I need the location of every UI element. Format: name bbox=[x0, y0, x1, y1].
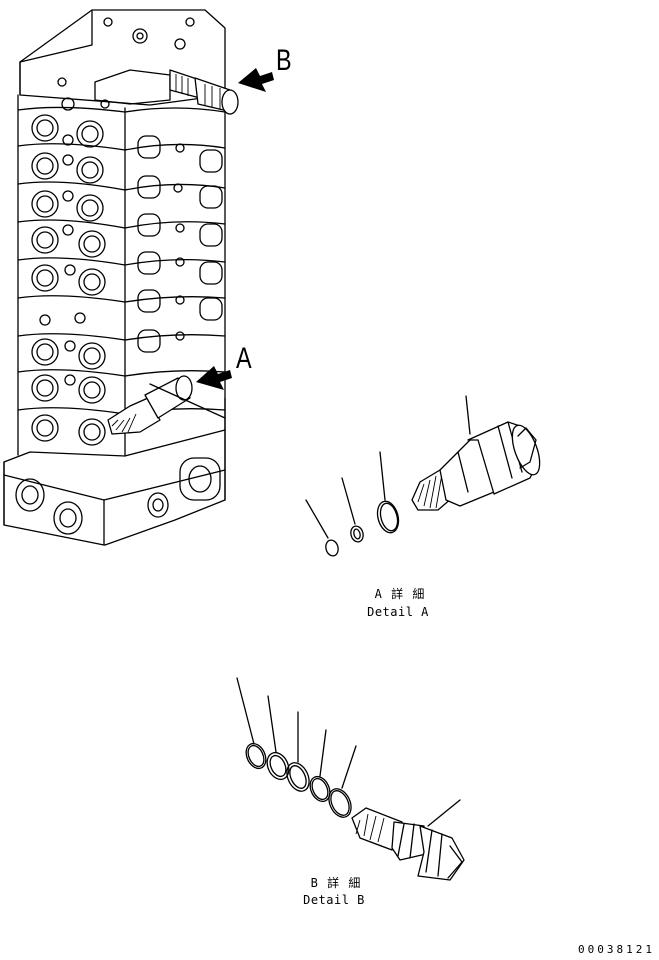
detail-a-subtitle: Detail A bbox=[367, 605, 429, 619]
callout-arrow-b bbox=[238, 68, 274, 92]
callout-arrow-a bbox=[196, 366, 232, 390]
control-valve-block bbox=[3, 9, 239, 546]
detail-a-title: A 詳 細 bbox=[374, 587, 426, 601]
detail-a-drawing bbox=[305, 395, 541, 557]
callout-b-label: B bbox=[276, 44, 292, 77]
detail-b-subtitle: Detail B bbox=[303, 893, 365, 907]
part-number: 00038121 bbox=[578, 943, 655, 956]
callout-a-label: A bbox=[236, 342, 252, 375]
detail-b-title: B 詳 細 bbox=[310, 876, 362, 890]
detail-b-drawing bbox=[236, 677, 465, 881]
